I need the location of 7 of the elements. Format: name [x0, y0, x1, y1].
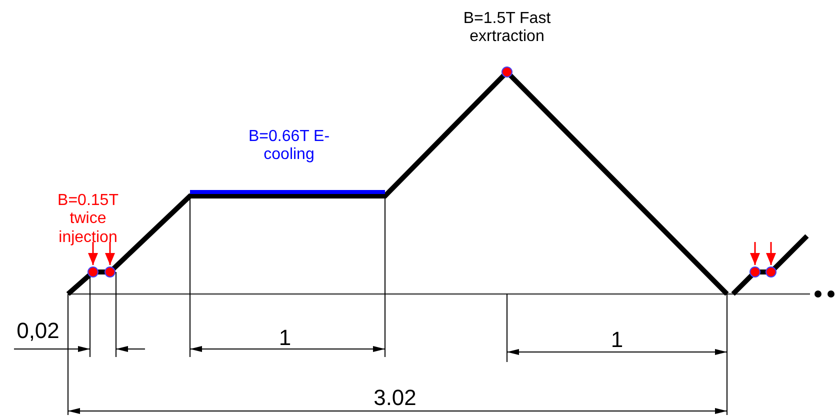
annotation-label: B=1.5T Fast exrtraction — [462, 10, 552, 47]
dimension-label: 1 — [278, 325, 292, 350]
annotation-label: B=0.15T twice injection — [56, 192, 120, 248]
dimension-label: 0,02 — [16, 318, 60, 344]
dimension-label: 1 — [610, 327, 624, 352]
dimension-label: 3.02 — [372, 385, 418, 410]
annotation-label: B=0.66T E-cooling — [247, 128, 331, 165]
